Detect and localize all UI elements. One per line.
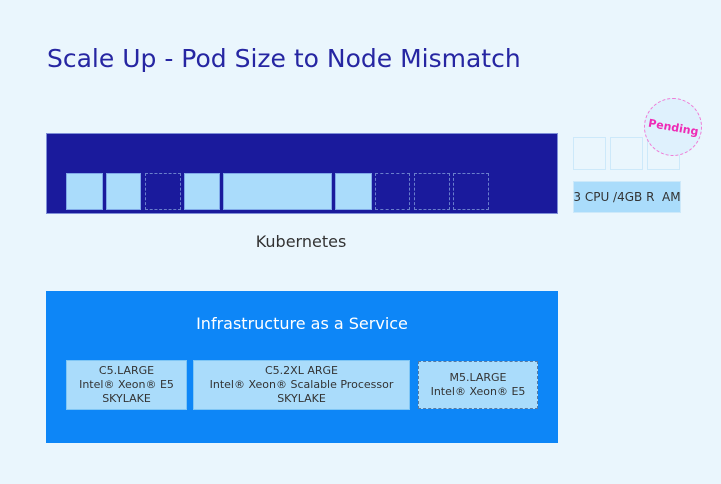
instance-cpu: Intel® Xeon® Scalable Processor [209,378,394,391]
instance-arch: SKYLAKE [102,392,151,405]
instance-name: M5.LARGE [449,371,507,384]
instance-m5-large: M5.LARGE Intel® Xeon® E5 [418,361,538,409]
pod [223,173,332,210]
pod [184,173,220,210]
pending-pod-request: 3 CPU /4GB R AM [573,181,681,213]
kubernetes-label: Kubernetes [255,232,347,251]
instance-c5-large: C5.LARGE Intel® Xeon® E5 SKYLAKE [66,360,187,410]
empty-pod-slot [375,173,410,210]
instance-cpu: Intel® Xeon® E5 [79,378,174,391]
instance-name: C5.LARGE [98,364,155,377]
empty-pod-slot [414,173,450,210]
page-title: Scale Up - Pod Size to Node Mismatch [47,44,521,73]
instance-name: C5.2XL ARGE [265,364,338,377]
pending-label: Pending [646,116,700,138]
pending-badge: Pending [644,98,702,156]
empty-pod-slot [453,173,489,210]
instance-c5-2xlarge: C5.2XL ARGE Intel® Xeon® Scalable Proces… [193,360,410,410]
pod [106,173,141,210]
pending-pod-unit [610,137,643,170]
iaas-title: Infrastructure as a Service [196,314,408,333]
pod [335,173,372,210]
instance-arch: SKYLAKE [277,392,326,405]
empty-pod-slot [145,173,181,210]
instance-cpu: Intel® Xeon® E5 [430,385,526,398]
pod [66,173,103,210]
pending-pod-unit [573,137,606,170]
